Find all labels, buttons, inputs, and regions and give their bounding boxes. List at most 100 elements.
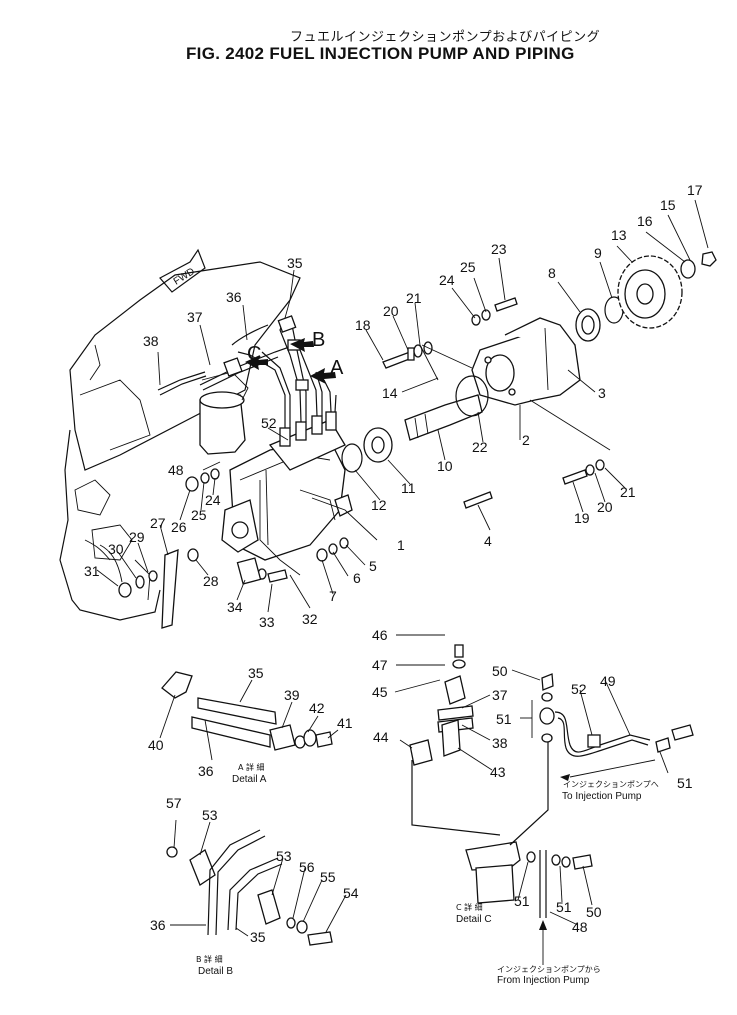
part-callout: 26 xyxy=(171,519,187,535)
part-callout: 3 xyxy=(598,385,606,401)
part-callout: 35 xyxy=(250,929,266,945)
part-callout: 5 xyxy=(369,558,377,574)
part-callout: 34 xyxy=(227,599,243,615)
part-callout: 45 xyxy=(372,684,388,700)
part-callout: 35 xyxy=(248,665,264,681)
arrow-label-b: B xyxy=(312,329,325,351)
pipe-37 xyxy=(231,324,269,346)
part-callout: 25 xyxy=(191,507,207,523)
part-callout: 51 xyxy=(556,899,572,915)
detail-b-caption: Detail B xyxy=(198,966,233,977)
part-callout: 33 xyxy=(259,614,275,630)
part-callout: 51 xyxy=(496,711,512,727)
detail-a-caption: Detail A xyxy=(232,774,267,785)
part-callout: 10 xyxy=(437,458,453,474)
part-callout: 36 xyxy=(150,917,166,933)
detail-a-drawing xyxy=(159,671,339,761)
part-callout: 50 xyxy=(492,663,508,679)
part-callout: 48 xyxy=(168,462,184,478)
detail-c-caption: Detail C xyxy=(456,914,492,925)
diagram-title: FIG. 2402 FUEL INJECTION PUMP AND PIPING xyxy=(186,44,575,63)
pipe-clamps xyxy=(223,315,309,391)
part-callout: 49 xyxy=(600,673,616,689)
part-callout: 25 xyxy=(460,259,476,275)
part-callout: 30 xyxy=(108,541,124,557)
part-callout: 19 xyxy=(574,510,590,526)
part-callout: 35 xyxy=(287,255,303,271)
part-callout: 22 xyxy=(472,439,488,455)
pump-bracket xyxy=(161,549,179,629)
part-callout: 6 xyxy=(353,570,361,586)
part-callout: 50 xyxy=(586,904,602,920)
part-callout: 47 xyxy=(372,657,388,673)
part-callout: 37 xyxy=(187,309,203,325)
coupling xyxy=(341,427,393,473)
part-callout: 53 xyxy=(202,807,218,823)
leader-lines xyxy=(96,199,709,613)
drive-shaft xyxy=(404,394,483,441)
part-callout: 24 xyxy=(439,272,455,288)
part-callout: 31 xyxy=(84,563,100,579)
part-callout: 2 xyxy=(522,432,530,448)
part-callout: 27 xyxy=(150,515,166,531)
part-callout: 56 xyxy=(299,859,315,875)
part-callout: 15 xyxy=(660,197,676,213)
part-callout: 38 xyxy=(492,735,508,751)
drive-gear xyxy=(617,255,683,329)
part-callout: 11 xyxy=(401,480,416,496)
part-callout: 7 xyxy=(329,588,337,604)
part-callout: 1 xyxy=(397,537,405,553)
part-callout: 37 xyxy=(492,687,508,703)
detail-c-caption-jp: C 詳 細 xyxy=(456,902,483,912)
part-callout: 52 xyxy=(571,681,587,697)
part-callout: 21 xyxy=(620,484,636,500)
part-callout: 17 xyxy=(687,182,703,198)
fuel-filter xyxy=(199,371,249,455)
injection-pump xyxy=(221,411,353,561)
part-callout: 42 xyxy=(309,700,325,716)
part-callout: 8 xyxy=(548,265,556,281)
part-callout: 48 xyxy=(572,919,588,935)
part-callout: 14 xyxy=(382,385,398,401)
part-callout: 44 xyxy=(373,729,389,745)
part-callout: 20 xyxy=(383,303,399,319)
part-callout: 36 xyxy=(226,289,242,305)
part-callout: 18 xyxy=(355,317,371,333)
bearing xyxy=(575,308,601,342)
part-callout: 16 xyxy=(637,213,653,229)
to-pump-note-jp: インジェクションポンプへ xyxy=(563,780,659,789)
gear-nut xyxy=(680,251,717,279)
arrow-label-c: C xyxy=(247,343,261,365)
arrow-label-a: A xyxy=(330,357,344,379)
part-callout: 13 xyxy=(611,227,627,243)
detail-a-caption-jp: A 詳 細 xyxy=(238,762,265,772)
bolts xyxy=(118,297,605,598)
detail-arrows xyxy=(245,338,336,384)
detail-c-drawing xyxy=(394,634,694,965)
part-callout: 46 xyxy=(372,627,388,643)
part-callout: 43 xyxy=(490,764,506,780)
injection-pipes xyxy=(157,317,337,576)
part-callout: 28 xyxy=(203,573,219,589)
part-callout: 39 xyxy=(284,687,300,703)
detail-b-drawing xyxy=(166,819,347,946)
detail-b-caption-jp: B 詳 細 xyxy=(196,954,223,964)
part-callout: 32 xyxy=(302,611,318,627)
part-callout: 51 xyxy=(514,893,530,909)
part-callout: 4 xyxy=(484,533,492,549)
part-callout: 36 xyxy=(198,763,214,779)
part-callout: 52 xyxy=(261,415,277,431)
part-callout: 29 xyxy=(129,529,145,545)
part-callout: 40 xyxy=(148,737,164,753)
diagram-title-japanese: フュエルインジェクションポンプおよびパイピング xyxy=(290,30,601,45)
part-callout: 24 xyxy=(205,492,221,508)
part-callout: 20 xyxy=(597,499,613,515)
part-callout: 23 xyxy=(491,241,507,257)
part-callouts: 1 2 3 4 5 6 7 8 9 10 11 12 13 14 15 16 1… xyxy=(84,182,703,945)
to-pump-note: To Injection Pump xyxy=(562,791,642,802)
from-pump-note: From Injection Pump xyxy=(497,975,590,986)
part-callout: 54 xyxy=(343,885,359,901)
part-callout: 53 xyxy=(276,848,292,864)
part-callout: 55 xyxy=(320,869,336,885)
